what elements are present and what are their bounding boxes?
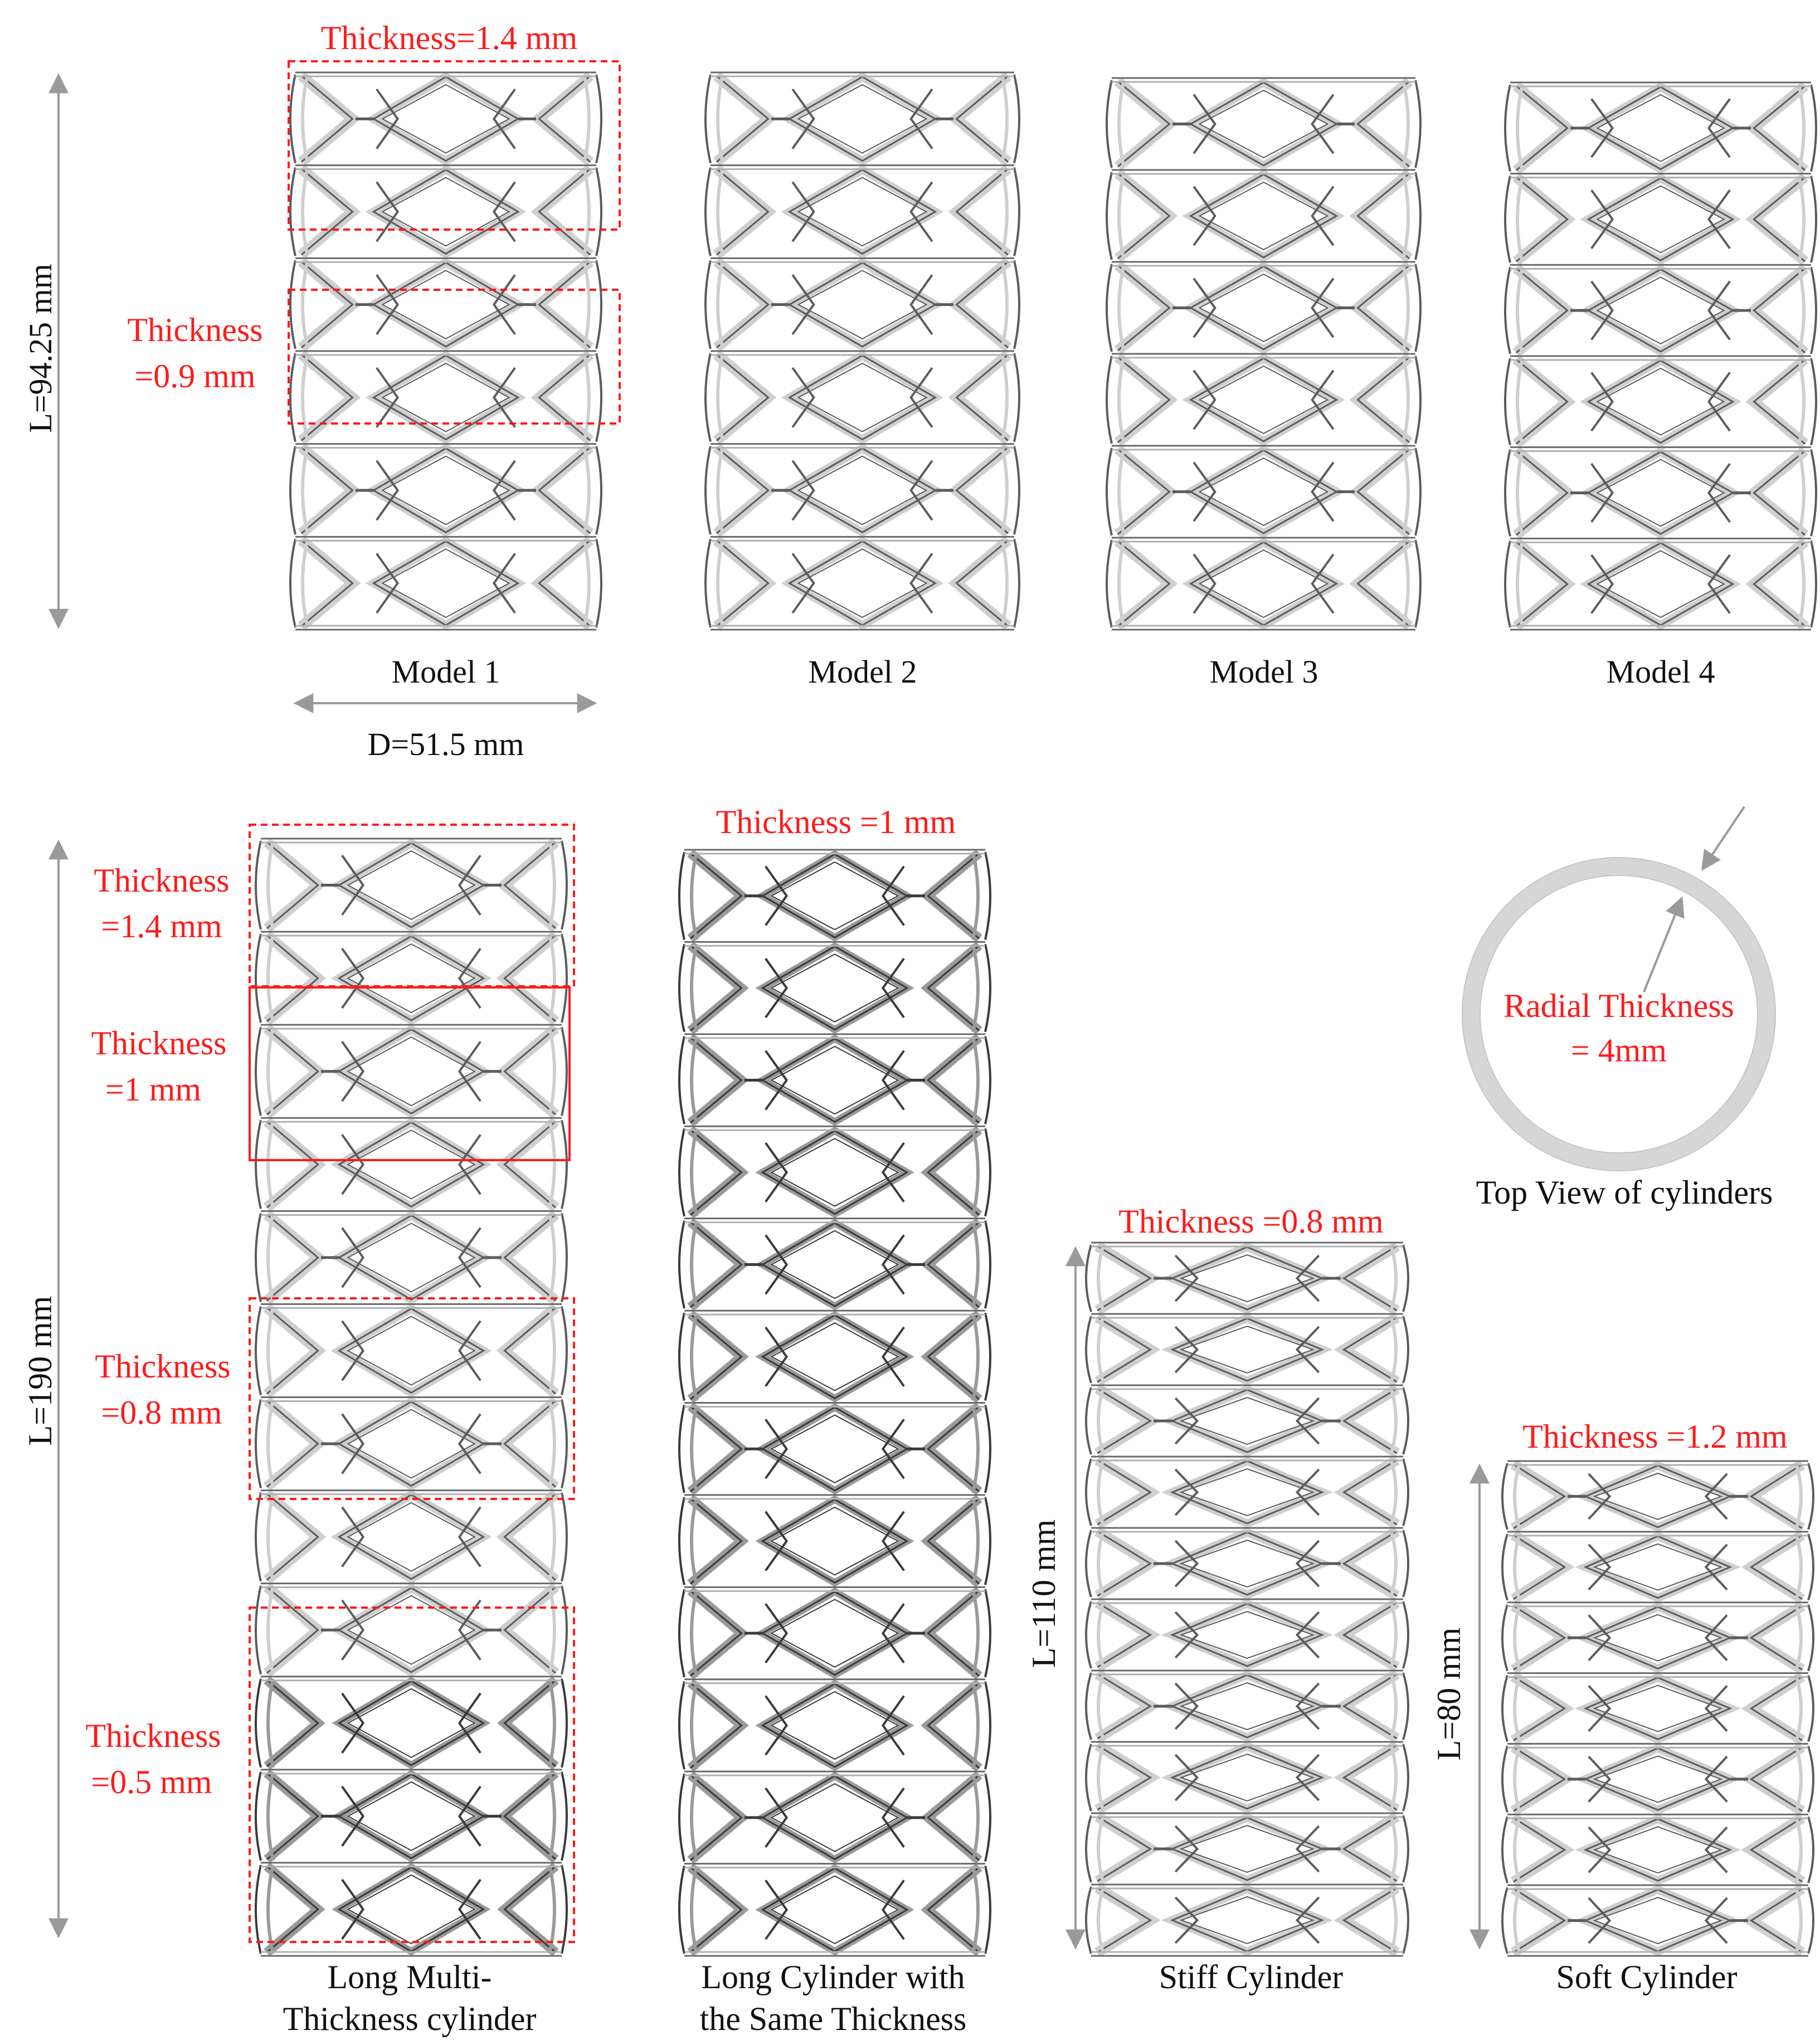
stent-lattice (1085, 1241, 1409, 1958)
multi-section-2-line1: Thickness (91, 1025, 226, 1062)
diameter-label: D=51.5 mm (368, 726, 524, 762)
stent-lattice (678, 849, 991, 1957)
top-length-label: L=94.25 mm (22, 264, 59, 432)
soft-length-label: L=80 mm (1430, 1628, 1467, 1761)
stent-lattice (289, 71, 602, 631)
radial-arrow-outer (1701, 806, 1745, 871)
model-3-caption: Model 3 (1210, 654, 1318, 690)
multi-section-1-line2: =1.4 mm (101, 908, 222, 944)
soft-cylinder: Thickness =1.2 mm L=80 mm Soft Cylinder (1430, 1418, 1814, 1995)
radial-arrow-inner (1643, 896, 1685, 992)
model1-mid-thickness-2: =0.9 mm (134, 358, 255, 395)
model1-top-box (288, 60, 621, 231)
multi-section-1-line1: Thickness (94, 862, 229, 899)
stiff-cylinder: Thickness =0.8 mm L=110 mm Stiff Cylinde… (1025, 1203, 1409, 1995)
model-1: Model 1 (289, 71, 602, 690)
soft-thickness-label: Thickness =1.2 mm (1522, 1418, 1787, 1455)
top-view-ring (1463, 858, 1775, 1170)
model-1-caption: Model 1 (392, 654, 500, 690)
multi-box-3 (249, 1297, 575, 1500)
long-multi-thickness-cylinder: Long Multi- Thickness cylinder (255, 838, 568, 2037)
stent-lattice (255, 838, 568, 1957)
model-4-caption: Model 4 (1607, 654, 1715, 690)
long-same-caption-1: Long Cylinder with (701, 1959, 965, 1995)
stent-lattice (1504, 81, 1817, 631)
long-multi-caption-1: Long Multi- (328, 1959, 492, 1995)
radial-thickness-line1: Radial Thickness (1503, 987, 1734, 1024)
model-2: Model 2 (704, 71, 1020, 690)
model-3: Model 3 (1106, 77, 1422, 690)
multi-box-4 (249, 1606, 575, 1943)
model-4: Model 4 (1504, 81, 1817, 690)
long-same-thickness-cylinder: Thickness =1 mm Long Cylinder with the S… (678, 804, 991, 2037)
long-length-label: L=190 mm (22, 1296, 59, 1446)
long-same-thickness-label: Thickness =1 mm (716, 804, 956, 840)
soft-caption: Soft Cylinder (1556, 1959, 1738, 1995)
stiff-length-label: L=110 mm (1025, 1520, 1062, 1668)
model-2-caption: Model 2 (809, 654, 917, 690)
top-view: Radial Thickness = 4mm Top View of cylin… (1462, 806, 1776, 1211)
model1-mid-box (288, 289, 621, 425)
stent-lattice (704, 71, 1020, 631)
model1-top-thickness: Thickness=1.4 mm (321, 20, 577, 56)
multi-section-4-line2: =0.5 mm (91, 1764, 212, 1800)
multi-section-2-line2: =1 mm (105, 1071, 201, 1108)
multi-section-3-line2: =0.8 mm (101, 1394, 222, 1431)
long-multi-caption-2: Thickness cylinder (283, 2000, 537, 2037)
multi-box-2 (249, 986, 571, 1161)
stent-lattice (1501, 1459, 1814, 1958)
model1-mid-thickness-1: Thickness (127, 311, 262, 348)
long-same-caption-2: the Same Thickness (700, 2000, 967, 2037)
stiff-caption: Stiff Cylinder (1159, 1959, 1344, 1995)
multi-section-4-line1: Thickness (85, 1717, 221, 1754)
top-view-caption: Top View of cylinders (1476, 1174, 1773, 1211)
multi-section-3-line1: Thickness (95, 1348, 230, 1385)
stent-lattice (1106, 77, 1422, 631)
stiff-thickness-label: Thickness =0.8 mm (1118, 1203, 1383, 1240)
radial-thickness-line2: = 4mm (1571, 1032, 1667, 1069)
